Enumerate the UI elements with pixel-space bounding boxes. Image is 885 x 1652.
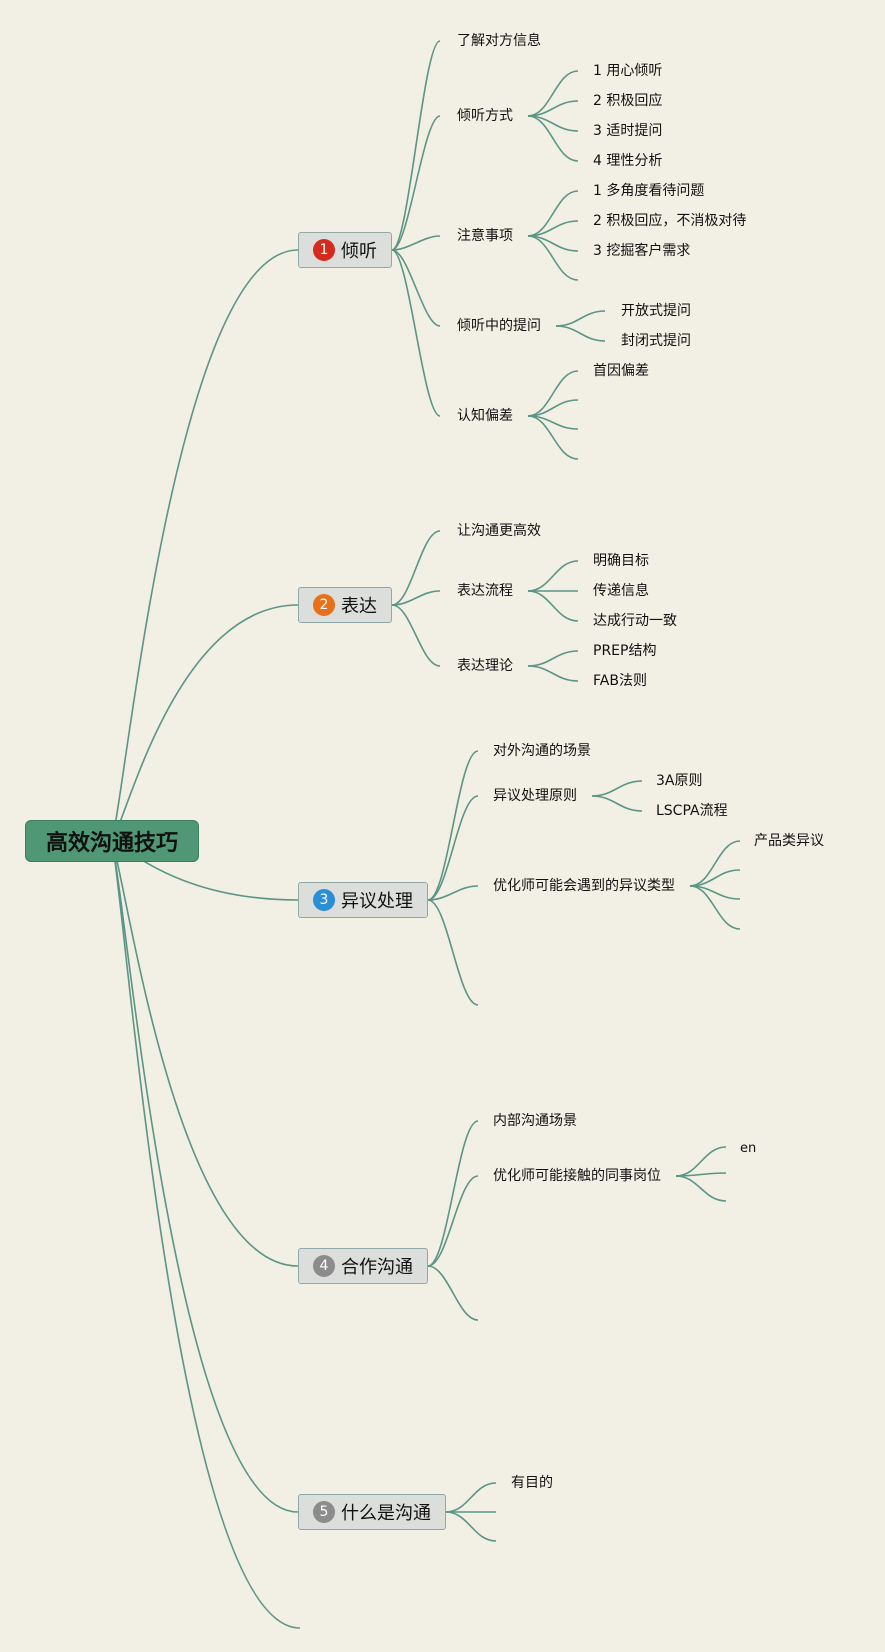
topic-purposeful[interactable]: 有目的 <box>511 1475 553 1491</box>
connector-line <box>527 665 579 682</box>
connector-line <box>111 604 299 842</box>
number-2-icon: 2 <box>313 594 335 616</box>
topic-know-other[interactable]: 了解对方信息 <box>457 33 541 49</box>
branch-expression[interactable]: 2 表达 <box>298 587 392 623</box>
branch-objection-handling[interactable]: 3 异议处理 <box>298 882 428 918</box>
topic-efficient-communication[interactable]: 让沟通更高效 <box>457 523 541 539</box>
branch-listening[interactable]: 1 倾听 <box>298 232 392 268</box>
subtopic-item[interactable]: en <box>740 1141 757 1156</box>
number-1-icon: 1 <box>313 239 335 261</box>
subtopic-item[interactable]: 产品类异议 <box>754 833 824 849</box>
connector-line <box>391 590 441 606</box>
connector-line <box>111 840 299 1267</box>
connector-line <box>675 1146 727 1177</box>
connector-line <box>111 249 299 842</box>
connector-line <box>391 530 441 606</box>
root-topic[interactable]: 高效沟通技巧 <box>25 820 199 862</box>
connector-line <box>111 840 299 1513</box>
connector-line <box>527 590 579 622</box>
connector-line <box>445 1511 497 1542</box>
connector-line <box>391 40 441 251</box>
connector-line <box>689 840 741 887</box>
topic-external-scenario[interactable]: 对外沟通的场景 <box>493 743 591 759</box>
subtopic-item[interactable]: 传递信息 <box>593 583 649 599</box>
topic-objection-principles[interactable]: 异议处理原则 <box>493 788 577 804</box>
branch-label: 什么是沟通 <box>341 1503 431 1524</box>
topic-expression-theory[interactable]: 表达理论 <box>457 658 513 674</box>
subtopic-item[interactable]: 达成行动一致 <box>593 613 677 629</box>
subtopic-item[interactable]: 明确目标 <box>593 553 649 569</box>
topic-expression-process[interactable]: 表达流程 <box>457 583 513 599</box>
connector-line <box>527 415 579 460</box>
subtopic-item[interactable]: 开放式提问 <box>621 303 691 319</box>
branch-label: 表达 <box>341 596 377 617</box>
topic-colleague-roles[interactable]: 优化师可能接触的同事岗位 <box>493 1168 661 1184</box>
connector-line <box>527 115 579 162</box>
connector-line <box>555 310 606 327</box>
subtopic-item[interactable]: 2 积极回应，不消极对待 <box>593 213 747 229</box>
connector-line <box>527 70 579 117</box>
subtopic-item[interactable]: 3A原则 <box>656 773 703 789</box>
subtopic-item[interactable]: 首因偏差 <box>593 363 649 379</box>
connector-line <box>427 885 479 901</box>
branch-cooperation[interactable]: 4 合作沟通 <box>298 1248 428 1284</box>
connector-line <box>591 795 643 812</box>
subtopic-item[interactable]: 4 理性分析 <box>593 153 663 169</box>
connector-line <box>391 235 441 251</box>
topic-cognitive-bias[interactable]: 认知偏差 <box>457 408 513 424</box>
connector-line <box>527 235 579 281</box>
connector-line <box>391 249 441 327</box>
connector-line <box>391 249 441 417</box>
connector-line <box>445 1482 497 1513</box>
connector-line <box>591 780 643 797</box>
number-5-icon: 5 <box>313 1501 335 1523</box>
subtopic-item[interactable]: 封闭式提问 <box>621 333 691 349</box>
number-3-icon: 3 <box>313 889 335 911</box>
number-4-icon: 4 <box>313 1255 335 1277</box>
subtopic-item[interactable]: PREP结构 <box>593 643 657 659</box>
connector-line <box>427 899 479 1006</box>
topic-internal-scenario[interactable]: 内部沟通场景 <box>493 1113 577 1129</box>
connector-line <box>391 115 441 251</box>
subtopic-item[interactable]: FAB法则 <box>593 673 647 689</box>
connector-line <box>675 1175 727 1202</box>
topic-objection-types[interactable]: 优化师可能会遇到的异议类型 <box>493 878 675 894</box>
connector-line <box>427 1120 479 1267</box>
subtopic-item[interactable]: LSCPA流程 <box>656 803 728 819</box>
branch-what-is-communication[interactable]: 5 什么是沟通 <box>298 1494 446 1530</box>
topic-notes[interactable]: 注意事项 <box>457 228 513 244</box>
subtopic-item[interactable]: 3 适时提问 <box>593 123 663 139</box>
subtopic-item[interactable]: 1 用心倾听 <box>593 63 663 79</box>
connector-line <box>111 840 301 1629</box>
topic-listening-methods[interactable]: 倾听方式 <box>457 108 513 124</box>
subtopic-item[interactable]: 1 多角度看待问题 <box>593 183 705 199</box>
subtopic-item[interactable]: 2 积极回应 <box>593 93 663 109</box>
connector-line <box>427 1265 479 1321</box>
branch-label: 倾听 <box>341 241 377 262</box>
connector-line <box>527 190 579 237</box>
connector-line <box>391 604 441 667</box>
connector-line <box>527 560 579 592</box>
subtopic-item[interactable]: 3 挖掘客户需求 <box>593 243 691 259</box>
connector-line <box>427 1175 479 1267</box>
connector-line <box>689 885 741 930</box>
connector-line <box>527 370 579 417</box>
branch-label: 异议处理 <box>341 891 413 912</box>
connector-line <box>427 750 479 901</box>
connector-line <box>427 795 479 901</box>
connector-line <box>527 650 579 667</box>
topic-questions-in-listening[interactable]: 倾听中的提问 <box>457 318 541 334</box>
branch-label: 合作沟通 <box>341 1257 413 1278</box>
connector-line <box>555 325 606 342</box>
